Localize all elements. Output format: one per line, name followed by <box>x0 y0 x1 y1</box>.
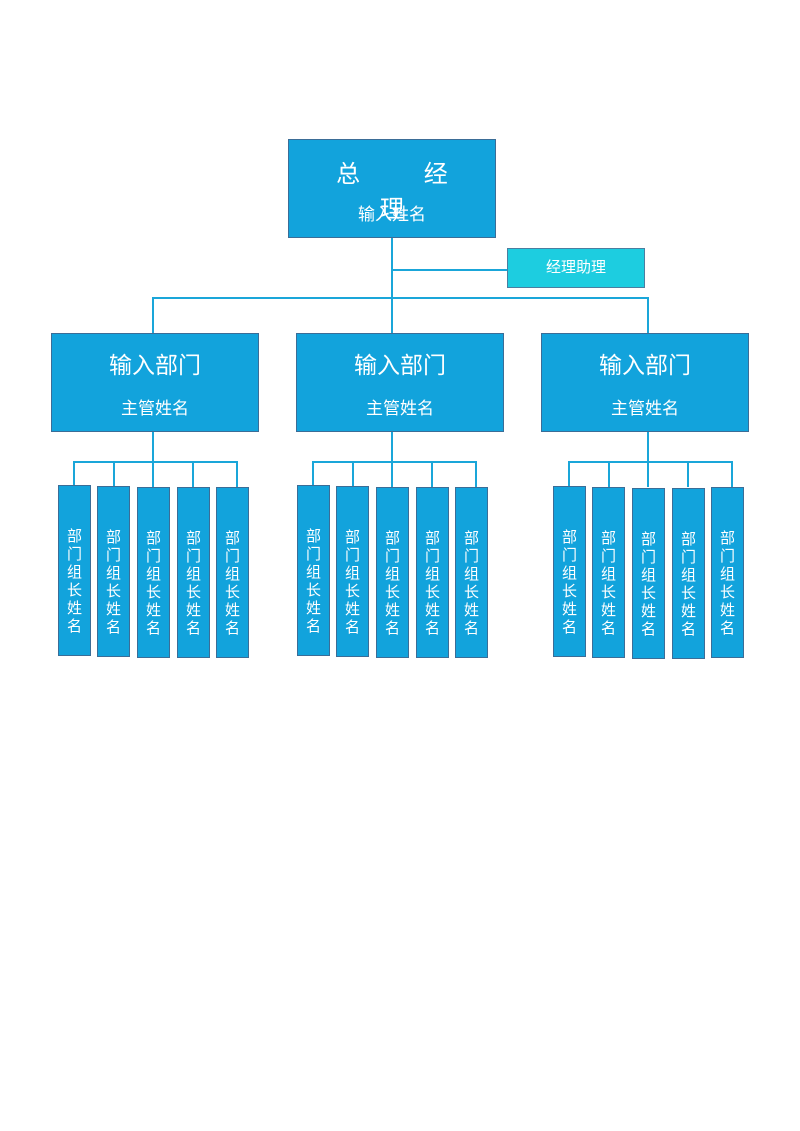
leader-drop-line <box>608 461 610 487</box>
ceo-name: 输入姓名 <box>358 205 426 225</box>
leader-drop-line <box>236 461 238 487</box>
leader-drop-line <box>352 461 354 487</box>
group-leader-box: 部门组长姓名 <box>711 487 744 658</box>
leader-drop-line <box>647 461 649 487</box>
group-leader-box: 部门组长姓名 <box>455 487 488 658</box>
group-leader-label: 部门组长姓名 <box>599 529 617 638</box>
group-trunk-line <box>152 432 154 462</box>
group-leader-label: 部门组长姓名 <box>65 527 83 636</box>
group-leader-box: 部门组长姓名 <box>336 486 369 657</box>
department-title: 输入部门 <box>599 353 691 379</box>
leader-drop-line <box>568 461 570 486</box>
leader-drop-line <box>391 461 393 487</box>
dept-horizontal-line <box>152 297 649 299</box>
department-manager: 主管姓名 <box>366 399 434 419</box>
department-title: 输入部门 <box>354 353 446 379</box>
group-leader-label: 部门组长姓名 <box>679 530 697 639</box>
group-leader-box: 部门组长姓名 <box>592 487 625 658</box>
leader-drop-line <box>431 461 433 487</box>
group-leader-box: 部门组长姓名 <box>177 487 210 658</box>
group-leader-label: 部门组长姓名 <box>104 528 122 637</box>
group-leader-label: 部门组长姓名 <box>718 529 736 638</box>
group-leader-box: 部门组长姓名 <box>137 487 170 658</box>
dept-drop-line-2 <box>391 297 393 334</box>
ceo-title: 总 经 理 <box>336 160 476 223</box>
group-leader-label: 部门组长姓名 <box>184 529 202 638</box>
group-leader-box: 部门组长姓名 <box>672 488 705 659</box>
group-leader-box: 部门组长姓名 <box>58 485 91 656</box>
assistant-label: 经理助理 <box>545 258 606 276</box>
dept-drop-line-3 <box>647 297 649 334</box>
group-leader-label: 部门组长姓名 <box>343 528 361 637</box>
ceo-trunk-line <box>391 238 393 299</box>
group-leader-box: 部门组长姓名 <box>416 487 449 658</box>
group-trunk-line <box>391 432 393 462</box>
department-box: 输入部门 主管姓名 <box>541 333 749 432</box>
ceo-box: 总 经 理 输入姓名 <box>288 139 496 238</box>
leader-drop-line <box>475 461 477 487</box>
group-leader-box: 部门组长姓名 <box>376 487 409 658</box>
group-leader-box: 部门组长姓名 <box>97 486 130 657</box>
leader-drop-line <box>152 461 154 487</box>
leader-drop-line <box>312 461 314 486</box>
leader-drop-line <box>687 461 689 487</box>
group-horizontal-line <box>73 461 238 463</box>
group-horizontal-line <box>312 461 477 463</box>
group-leader-box: 部门组长姓名 <box>297 485 330 656</box>
group-leader-box: 部门组长姓名 <box>632 488 665 659</box>
department-manager: 主管姓名 <box>611 399 679 419</box>
department-box: 输入部门 主管姓名 <box>296 333 504 432</box>
department-box: 输入部门 主管姓名 <box>51 333 259 432</box>
group-leader-label: 部门组长姓名 <box>383 529 401 638</box>
assistant-box: 经理助理 <box>507 248 645 288</box>
group-leader-label: 部门组长姓名 <box>462 529 480 638</box>
department-title: 输入部门 <box>109 353 201 379</box>
group-trunk-line <box>647 432 649 462</box>
leader-drop-line <box>731 461 733 487</box>
group-leader-label: 部门组长姓名 <box>423 529 441 638</box>
group-leader-box: 部门组长姓名 <box>216 487 249 658</box>
leader-drop-line <box>73 461 75 486</box>
group-leader-box: 部门组长姓名 <box>553 486 586 657</box>
department-manager: 主管姓名 <box>121 399 189 419</box>
dept-drop-line-1 <box>152 297 154 334</box>
leader-drop-line <box>113 461 115 487</box>
group-leader-label: 部门组长姓名 <box>639 530 657 639</box>
group-leader-label: 部门组长姓名 <box>560 528 578 637</box>
group-horizontal-line <box>568 461 733 463</box>
group-leader-label: 部门组长姓名 <box>144 529 162 638</box>
leader-drop-line <box>192 461 194 487</box>
group-leader-label: 部门组长姓名 <box>304 527 322 636</box>
group-leader-label: 部门组长姓名 <box>223 529 241 638</box>
assistant-connector-line <box>392 269 508 271</box>
